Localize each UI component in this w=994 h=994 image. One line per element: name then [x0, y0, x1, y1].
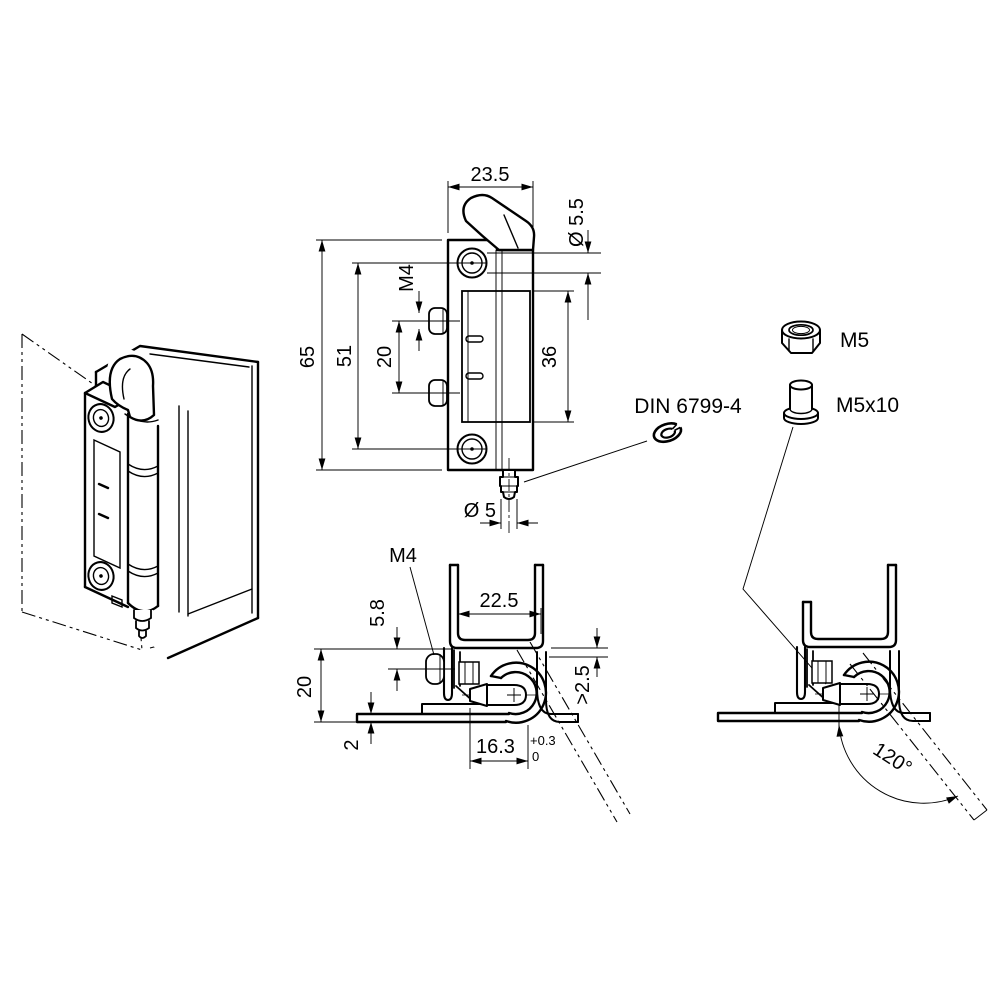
dim-hole-spacing: 51 [334, 345, 356, 367]
retaining-ring-label: DIN 6799-4 [634, 395, 742, 418]
bush-leader [742, 426, 827, 685]
dim-thread-front: M4 [396, 264, 418, 292]
hinge-isometric [83, 348, 160, 639]
frame-edge-angle [889, 650, 931, 722]
retaining-ring-leader [523, 440, 648, 483]
opening-angle-dimension: 120° [836, 704, 959, 804]
retaining-ring-icon [652, 422, 683, 444]
frame-channel-section [448, 563, 545, 650]
section-view-dimensions: M4 5.8 22.5 20 2 16.3 +0.3 0 >2.5 [294, 545, 608, 769]
countersunk-hole-bottom [87, 561, 115, 591]
open-door-phantom-section [516, 641, 631, 823]
m5-nut-label: M5 [840, 329, 869, 352]
hinge-pin-isometric [132, 609, 153, 639]
recess-slot-2 [97, 512, 110, 520]
dim-section-height: 20 [294, 676, 316, 698]
dim-width: 23.5 [471, 164, 510, 186]
bush-callout: M5x10 [742, 379, 899, 685]
hinge-body-front [446, 238, 535, 472]
frame-channel-angle [801, 563, 898, 649]
m5x10-bush-icon [783, 379, 819, 425]
pin-angle [815, 682, 893, 706]
front-view: 23.5 Ø 5.5 65 51 20 M4 36 Ø 5 [297, 164, 601, 535]
dim-slot-span: 36 [539, 346, 561, 368]
open-door-phantom-angle [849, 652, 988, 821]
m5x10-bush-label: M5x10 [836, 394, 899, 417]
hinge-recess-isometric [93, 438, 121, 570]
front-view-dimensions: 23.5 Ø 5.5 65 51 20 M4 36 Ø 5 [297, 164, 601, 529]
dim-frame-depth: 22.5 [480, 590, 519, 612]
clip-detail-section [458, 661, 480, 685]
retaining-ring-callout: DIN 6799-4 [523, 395, 742, 483]
dim-opening-angle: 120° [869, 738, 916, 779]
dim-screw-offset: 5.8 [367, 599, 389, 627]
slot-2 [465, 372, 484, 380]
dim-screw-spacing: 20 [374, 346, 396, 368]
hinge-lever-front [462, 193, 536, 252]
m5-nut-icon [781, 320, 821, 354]
dim-sheet-thickness: 2 [341, 739, 363, 750]
dim-height: 65 [297, 346, 319, 368]
slot-1 [465, 335, 484, 343]
dim-cutout: 16.3 [476, 736, 515, 758]
isometric-view [21, 333, 260, 660]
hinge-pin-front [499, 458, 519, 535]
section-view: M4 5.8 22.5 20 2 16.3 +0.3 0 >2.5 [294, 545, 631, 823]
dim-cutout-tol-upper: +0.3 [530, 733, 556, 748]
clip-detail-angle [811, 660, 833, 684]
dim-clearance: >2.5 [572, 665, 594, 704]
countersunk-hole-top [87, 403, 115, 433]
dim-hole-dia: Ø 5.5 [566, 198, 588, 247]
hinge-recess-front [461, 290, 531, 423]
pin-section [462, 683, 540, 707]
dim-pin-dia: Ø 5 [464, 500, 496, 522]
recess-slot-1 [97, 482, 110, 490]
nut-callout: M5 [781, 320, 869, 354]
dim-cutout-tol-lower: 0 [532, 749, 539, 764]
bottom-notch [111, 594, 123, 609]
opening-angle-view: 120° [716, 563, 988, 821]
hinge-lever-isometric [108, 354, 156, 422]
dim-thread-section: M4 [389, 545, 417, 567]
